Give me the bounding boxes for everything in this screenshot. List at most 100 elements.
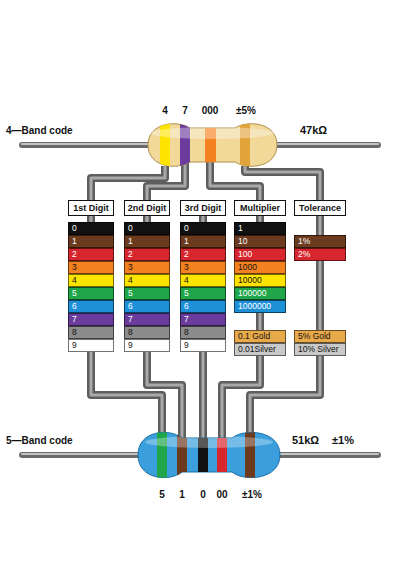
multiplier-swatch: 100 [234,248,286,261]
digit-swatch: 5 [68,287,114,300]
multiplier-swatch: 1000000 [234,300,286,313]
digit-swatch: 9 [124,339,170,352]
digit-swatch: 2 [180,248,226,261]
digit-swatch: 3 [68,261,114,274]
gold-band [240,110,250,180]
swatch-value: 4 [128,276,133,285]
digit-swatch: 7 [180,313,226,326]
tolerance-value: ±1% [332,435,354,446]
swatch-value: 4 [184,276,189,285]
swatch-value: 100 [238,250,252,259]
header-text: Multiplier [240,204,280,213]
wire-pipe [91,166,165,202]
swatch-value: 2 [72,250,77,259]
tolerance-swatch: 5% Gold [294,330,346,343]
brown-band [177,420,187,490]
digit-swatch: 0 [68,222,114,235]
swatch-value: 1 [238,224,243,233]
digit-swatch: 3 [124,261,170,274]
swatch-value: 6 [128,302,133,311]
brown-band [245,420,255,490]
digit-swatch: 1 [180,235,226,248]
column-header: Multiplier [234,200,286,216]
band-value: 7 [182,106,188,116]
swatch-value: 1 [72,237,77,246]
header-text: 2nd Digit [128,204,167,213]
wire-pipe [245,166,320,202]
swatch-value: 1 [184,237,189,246]
digit-swatch: 7 [124,313,170,326]
digit-swatch: 7 [68,313,114,326]
band-value: 5 [159,490,165,500]
wire-pipes-highlight [91,160,320,440]
band-value: 0 [200,490,206,500]
header-text: 1st Digit [73,204,109,213]
digit-swatch: 4 [124,274,170,287]
black-band [198,420,208,490]
multiplier-swatch: 1000 [234,261,286,274]
band-value: ±1% [242,490,262,500]
digit-swatch: 4 [180,274,226,287]
swatch-value: 0.1 Gold [238,332,270,341]
swatch-value: 7 [128,315,133,324]
column-header: 1st Digit [68,200,114,216]
digit-swatch: 2 [124,248,170,261]
code-title: 5—Band code [6,436,73,446]
header-text: Tolerance [299,204,341,213]
green-band [157,420,167,490]
digit-swatch: 9 [180,339,226,352]
resistance-value: 51kΩ [292,435,319,446]
orange-band [205,110,216,180]
swatch-value: 9 [128,341,133,350]
swatch-value: 1000000 [238,302,271,311]
band-value: 4 [162,106,168,116]
swatch-value: 1 [128,237,133,246]
digit-swatch: 1 [124,235,170,248]
digit-swatch: 8 [68,326,114,339]
digit-swatch: 6 [180,300,226,313]
multiplier-swatch: 0.1 Gold [234,330,286,343]
digit-swatch: 8 [124,326,170,339]
multiplier-swatch: 10000 [234,274,286,287]
swatch-value: 3 [184,263,189,272]
digit-swatch: 6 [124,300,170,313]
swatch-value: 8 [128,328,133,337]
wire-pipe [245,166,320,202]
swatch-value: 0 [72,224,77,233]
swatch-value: 5% Gold [298,332,331,341]
swatch-value: 2 [128,250,133,259]
band-value: 000 [202,106,219,116]
digit-swatch: 9 [68,339,114,352]
swatch-value: 2 [184,250,189,259]
swatch-value: 1000 [238,263,257,272]
resistance-value: 47kΩ [300,125,327,136]
swatch-value: 6 [184,302,189,311]
swatch-value: 5 [128,289,133,298]
swatch-value: 9 [72,341,77,350]
digit-swatch: 5 [180,287,226,300]
red-band [217,420,227,490]
swatch-value: 0 [128,224,133,233]
tolerance-swatch: 10% Silver [294,343,346,356]
swatch-value: 8 [72,328,77,337]
digit-swatch: 4 [68,274,114,287]
header-text: 3rd Digit [185,204,222,213]
swatch-value: 6 [72,302,77,311]
wire-pipes [91,160,320,440]
digit-swatch: 0 [124,222,170,235]
swatch-value: 2% [298,250,310,259]
color-bands [145,420,273,490]
band-value: 00 [216,490,227,500]
digit-swatch: 2 [68,248,114,261]
band-value: ±5% [236,106,256,116]
swatch-value: 5 [72,289,77,298]
digit-swatch: 0 [180,222,226,235]
column-header: Tolerance [294,200,346,216]
swatch-value: 0.01Silver [238,345,276,354]
color-bands [150,110,274,180]
swatch-value: 100000 [238,289,266,298]
tolerance-swatch: 2% [294,248,346,261]
body-shine [150,127,274,139]
swatch-value: 10000 [238,276,262,285]
swatch-value: 3 [128,263,133,272]
